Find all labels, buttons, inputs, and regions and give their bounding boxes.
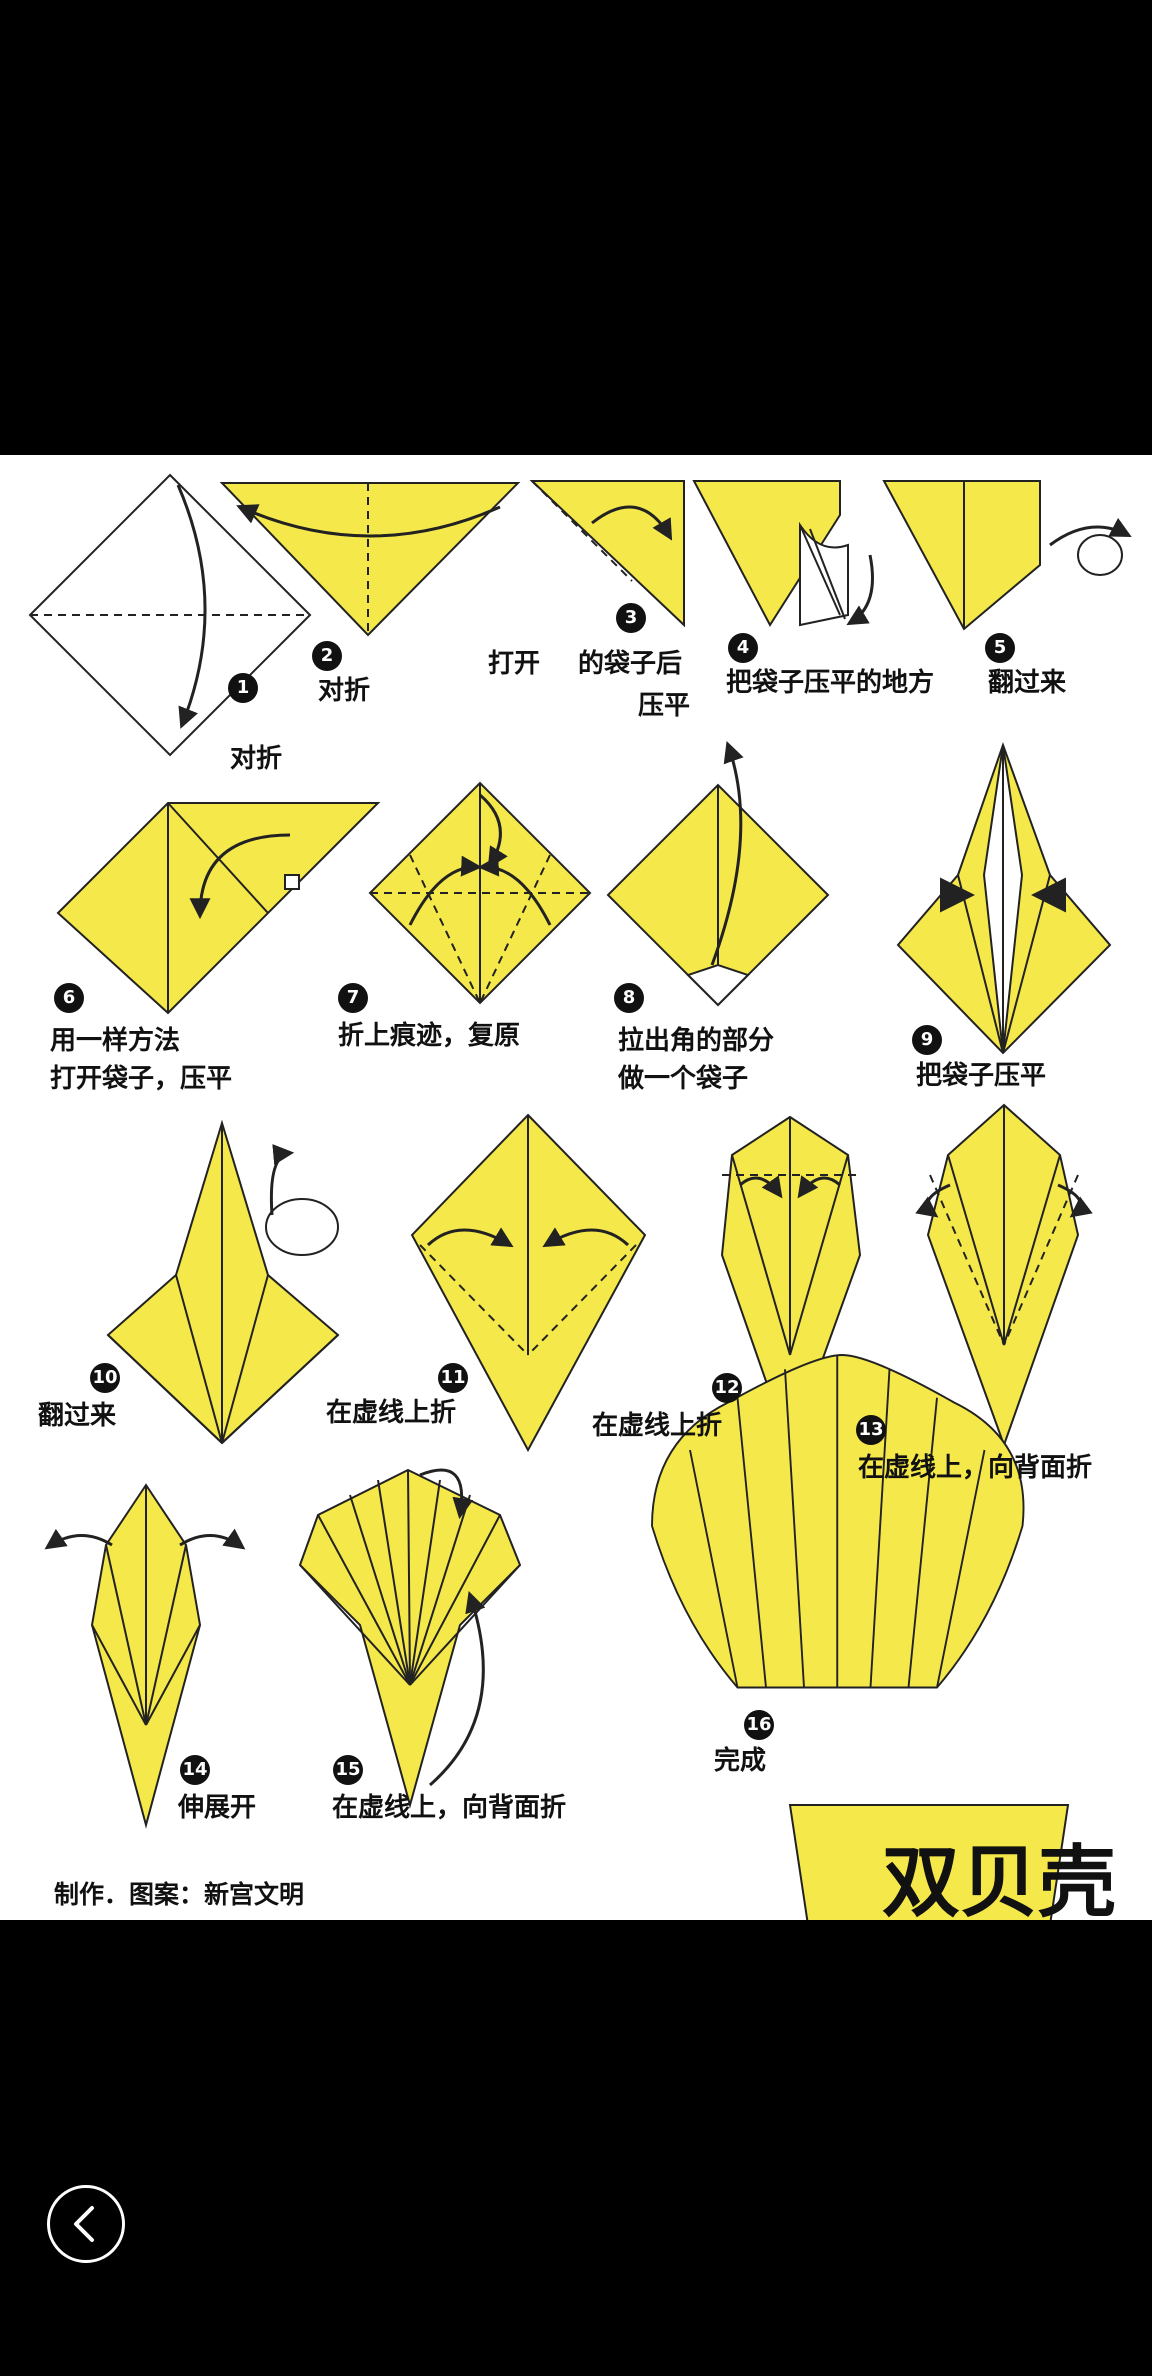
step-number: 9 <box>912 1025 942 1055</box>
step-label: 在虚线上，向背面折 <box>858 1453 1093 1483</box>
step-label: 打开袋子，压平 <box>50 1064 233 1094</box>
step-9-drawing <box>896 742 1112 1055</box>
step-label: 拉出角的部分 <box>618 1026 775 1056</box>
back-button[interactable] <box>47 2185 125 2263</box>
step-label: 在虚线上折 <box>592 1411 723 1441</box>
step-number: 3 <box>616 603 646 633</box>
step-14-drawing <box>44 1483 246 1829</box>
step-number: 15 <box>333 1755 363 1785</box>
step-number: 8 <box>614 983 644 1013</box>
step-number: 11 <box>438 1363 468 1393</box>
step-4-drawing <box>692 480 874 627</box>
step-7-drawing <box>368 781 592 1005</box>
step-label: 折上痕迹，复原 <box>338 1021 521 1051</box>
step-number: 1 <box>228 673 258 703</box>
step-11-drawing <box>410 1113 647 1453</box>
step-number: 10 <box>90 1363 120 1393</box>
step-number: 7 <box>338 983 368 1013</box>
step-5-drawing <box>882 480 1132 631</box>
step-label: 对折 <box>230 744 283 774</box>
step-number: 4 <box>728 633 758 663</box>
step-label: 对折 <box>318 676 371 706</box>
step-label: 翻过来 <box>988 668 1067 698</box>
step-8-drawing <box>606 741 830 1007</box>
step-2-drawing <box>219 482 521 637</box>
step-label: 在虚线上，向背面折 <box>332 1793 567 1823</box>
step-16-drawing <box>651 1354 1070 1920</box>
step-label: 翻过来 <box>38 1401 117 1431</box>
step-label: 把袋子压平 <box>916 1061 1047 1091</box>
step-number: 13 <box>856 1415 886 1445</box>
step-label: 打开 <box>488 649 541 679</box>
step-10-drawing <box>106 1119 340 1445</box>
step-number: 16 <box>744 1710 774 1740</box>
step-3-drawing <box>529 480 685 628</box>
diagram-title: 双贝壳 <box>882 1838 1117 1928</box>
step-number: 6 <box>54 983 84 1013</box>
step-number: 5 <box>985 633 1015 663</box>
step-label: 把袋子压平的地方 <box>726 668 935 698</box>
chevron-left-icon <box>74 2206 94 2242</box>
step-label: 压平 <box>638 691 691 721</box>
origami-diagram: 1 对折 2 对折 3 打开 的袋子后 压平 4 把袋子压平的地方 5 翻过来 … <box>0 455 1152 1928</box>
diagram-drawings <box>28 473 1132 1920</box>
step-number: 2 <box>312 641 342 671</box>
step-label: 用一样方法 <box>50 1026 181 1056</box>
step-label: 完成 <box>714 1746 767 1776</box>
step-label: 伸展开 <box>178 1793 257 1823</box>
step-6-drawing <box>56 802 381 1015</box>
step-15-drawing <box>298 1468 522 1809</box>
step-number: 12 <box>712 1373 742 1403</box>
credit-line: 制作．图案：新宫文明 <box>54 1880 305 1909</box>
step-label: 的袋子后 <box>578 649 683 679</box>
step-number: 14 <box>180 1755 210 1785</box>
step-label: 在虚线上折 <box>326 1398 457 1428</box>
step-label: 做一个袋子 <box>618 1064 749 1094</box>
step-13-drawing <box>915 1103 1093 1448</box>
